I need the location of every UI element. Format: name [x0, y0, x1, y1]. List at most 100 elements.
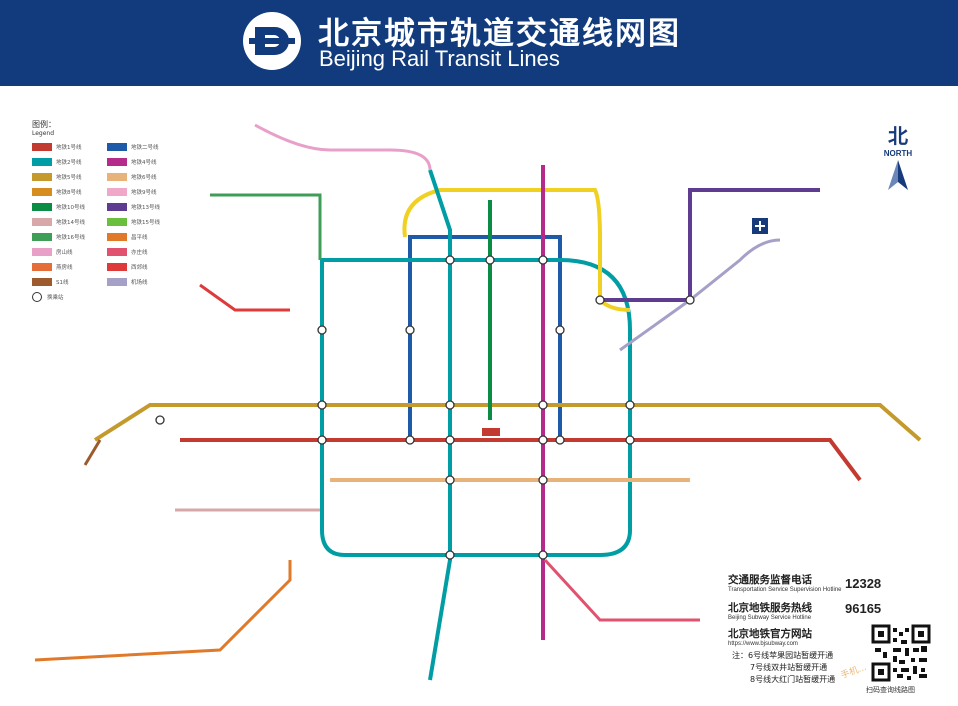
notes: 注：6号线苹果园站暂缓开通 7号线双井站暂缓开通 8号线大红门站暂缓开通	[732, 650, 835, 686]
legend-item-label: 地铁8号线	[56, 189, 82, 196]
legend-item: 燕房线	[32, 261, 107, 272]
legend-item: 地铁6号线	[107, 171, 169, 182]
legend-swatch	[107, 217, 127, 226]
legend-swatch	[107, 202, 127, 211]
legend-swatch	[107, 157, 127, 166]
legend-item-label: 地铁14号线	[56, 219, 85, 226]
qr-caption: 扫码查询线路图	[866, 686, 915, 694]
legend-swatch	[32, 232, 52, 241]
legend-item-label: 地铁2号线	[56, 159, 82, 166]
header-banner: 北京城市轨道交通线网图 Beijing Rail Transit Lines	[0, 0, 958, 86]
legend-item: 地铁二号线	[107, 141, 169, 152]
legend-item-label: 地铁4号线	[131, 159, 157, 166]
yizhuang-line-route	[543, 558, 700, 622]
legend-item: 昌平线	[107, 231, 169, 242]
legend-item-label: 西郊线	[131, 264, 148, 271]
legend-swatch	[32, 217, 52, 226]
legend-item: 地铁13号线	[107, 201, 169, 212]
legend-item: 房山线	[32, 246, 107, 257]
legend-swatch	[107, 262, 127, 271]
legend-item: 西郊线	[107, 261, 169, 272]
website-url[interactable]: https://www.bjsubway.com	[728, 641, 798, 647]
transfer-station-icon	[32, 292, 42, 302]
legend-swatch	[32, 262, 52, 271]
legend-item: 地铁4号线	[107, 156, 169, 167]
legend-item: 地铁10号线	[32, 201, 107, 212]
note-line: 注：6号线苹果园站暂缓开通	[732, 651, 834, 660]
supervision-hotline-label-en: Transportation Service Supervision Hotli…	[728, 587, 842, 593]
legend-item-label: 昌平线	[131, 234, 148, 241]
north-indicator: 北 NORTH	[878, 120, 918, 198]
legend-item-label: 房山线	[56, 249, 73, 256]
supervision-hotline-number: 12328	[845, 576, 882, 591]
legend-swatch	[107, 187, 127, 196]
legend-item: 地铁14号线	[32, 216, 107, 227]
legend-item-label: 地铁15号线	[131, 219, 160, 226]
legend-transfer-label: 换乘站	[47, 295, 64, 301]
legend-swatch	[107, 142, 127, 151]
legend-swatch	[107, 172, 127, 181]
rail-network-map[interactable]	[0, 86, 958, 706]
fangshan-line-route	[34, 560, 292, 662]
supervision-hotline-label: 交通服务监督电话	[728, 574, 812, 586]
tiananmen-marker	[482, 428, 500, 436]
legend-item: 机场线	[107, 276, 169, 287]
legend-swatch	[107, 232, 127, 241]
airport-line-route	[619, 238, 781, 352]
legend-item-label: 地铁9号线	[131, 189, 157, 196]
s1-line-route	[83, 439, 102, 466]
beijing-subway-logo-icon	[243, 12, 301, 70]
legend-item: 地铁15号线	[107, 216, 169, 227]
legend-item-label: 地铁6号线	[131, 174, 157, 181]
legend-swatch	[32, 247, 52, 256]
legend-item: 地铁1号线	[32, 141, 107, 152]
legend-item: 地铁8号线	[32, 186, 107, 197]
note-line: 7号线双井站暂缓开通	[750, 663, 828, 672]
legend-item-label: 地铁二号线	[131, 144, 159, 151]
legend-item-label: 燕房线	[56, 264, 73, 271]
legend: 图例： Legend 地铁1号线地铁二号线地铁2号线地铁4号线地铁5号线地铁6号…	[32, 120, 169, 302]
legend-item: 地铁16号线	[32, 231, 107, 242]
airport-icon	[752, 218, 768, 234]
legend-swatch	[32, 277, 52, 286]
line-13-route	[402, 188, 631, 312]
line-2-route	[408, 235, 562, 442]
line-6-route	[93, 403, 922, 442]
legend-title-en: Legend	[32, 130, 55, 137]
legend-item: 地铁2号线	[32, 156, 107, 167]
north-label-cn: 北	[888, 124, 908, 148]
line-10-route	[320, 258, 632, 557]
legend-item-label: 亦庄线	[131, 249, 148, 256]
legend-swatch	[107, 247, 127, 256]
legend-swatch	[107, 277, 127, 286]
legend-item-label: 地铁1号线	[56, 144, 82, 151]
legend-item-label: 地铁5号线	[56, 174, 82, 181]
legend-swatch	[32, 157, 52, 166]
legend-list: 地铁1号线 地铁二号线地铁2号线 地铁4号线地铁5号线 地铁6号线地铁8号线 地铁9号线…	[32, 141, 169, 287]
service-hotline-number: 96165	[845, 601, 882, 616]
legend-item-label: 机场线	[131, 279, 148, 286]
legend-item-label: S1线	[56, 279, 69, 286]
service-hotline-label: 北京地铁服务热线	[728, 602, 812, 614]
note-line: 8号线大红门站暂缓开通	[750, 675, 836, 684]
legend-transfer: 换乘站	[32, 292, 169, 302]
line-15-route	[600, 188, 820, 302]
line-1-route	[180, 438, 862, 482]
map-subtitle: Beijing Rail Transit Lines	[319, 46, 560, 71]
legend-item-label: 地铁13号线	[131, 204, 160, 211]
qr-code-icon[interactable]	[871, 624, 931, 682]
legend-swatch	[32, 187, 52, 196]
legend-swatch	[32, 202, 52, 211]
map-title: 北京城市轨道交通线网图	[318, 16, 681, 52]
north-label-en: NORTH	[883, 149, 913, 158]
legend-item-label: 地铁10号线	[56, 204, 85, 211]
service-hotline-label-en: Beijing Subway Service Hotline	[728, 615, 812, 621]
changping-line-route	[254, 123, 432, 171]
line-4-route	[428, 169, 452, 681]
transfer-stations	[155, 255, 695, 560]
line-16-route	[210, 193, 322, 260]
legend-item: 亦庄线	[107, 246, 169, 257]
legend-item: 地铁5号线	[32, 171, 107, 182]
xijiao-line-route	[199, 283, 290, 312]
legend-item: S1线	[32, 276, 107, 287]
